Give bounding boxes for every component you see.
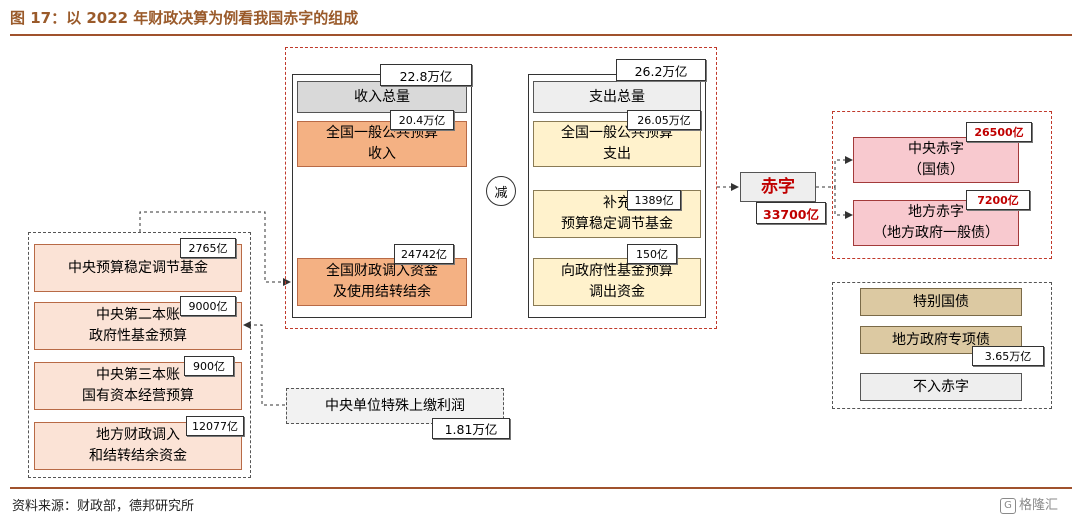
central-stabilization-fund-box: 中央预算稳定调节基金 [34,244,242,292]
source-note: 资料来源：财政部，德邦研究所 [12,499,195,514]
watermark-logo-icon: G [1000,497,1016,514]
stabilization-fund-supplement-value: 1389亿 [627,190,681,210]
fund-budget-transfer-out-box: 向政府性基金预算 调出资金 [533,258,701,306]
expense-total-header: 支出总量 [533,81,701,113]
deficit-box: 赤字 [740,172,816,202]
budget-frame [285,47,717,329]
top-divider [10,34,1072,36]
central-stabilization-fund-value: 2765亿 [180,238,236,258]
not-deficit-frame [832,282,1052,409]
stabilization-fund-supplement-box: 补充 预算稳定调节基金 [533,190,701,238]
general-budget-income-value: 20.4万亿 [390,110,454,130]
central-deficit-box: 中央赤字 （国债） [853,137,1019,183]
bottom-divider [10,487,1072,489]
government-fund-budget-value: 9000亿 [180,296,236,316]
deficit-parts-frame [832,111,1052,259]
left-transfer-group [28,232,251,478]
special-profit-value: 1.81万亿 [432,418,510,439]
income-total-value: 22.8万亿 [380,64,472,86]
local-transfer-funds-value: 12077亿 [186,416,244,436]
central-deficit-value: 26500亿 [966,122,1032,142]
state-capital-budget-value: 900亿 [184,356,234,376]
page-title: 图 17：以 2022 年财政决算为例看我国赤字的组成 [10,9,359,27]
transfer-and-carryover-box: 全国财政调入资金 及使用结转结余 [297,258,467,306]
local-special-bond-value: 3.65万亿 [972,346,1044,366]
income-total-header: 收入总量 [297,81,467,113]
special-treasury-bond-box: 特别国债 [860,288,1022,316]
expense-total-value: 26.2万亿 [616,59,706,81]
transfer-and-carryover-value: 24742亿 [394,244,454,264]
general-budget-expense-value: 26.05万亿 [627,110,701,130]
minus-circle: 减 [486,176,516,206]
local-deficit-value: 7200亿 [966,190,1030,210]
fund-budget-transfer-out-value: 150亿 [627,244,677,264]
not-in-deficit-box: 不入赤字 [860,373,1022,401]
deficit-value: 33700亿 [756,202,826,224]
